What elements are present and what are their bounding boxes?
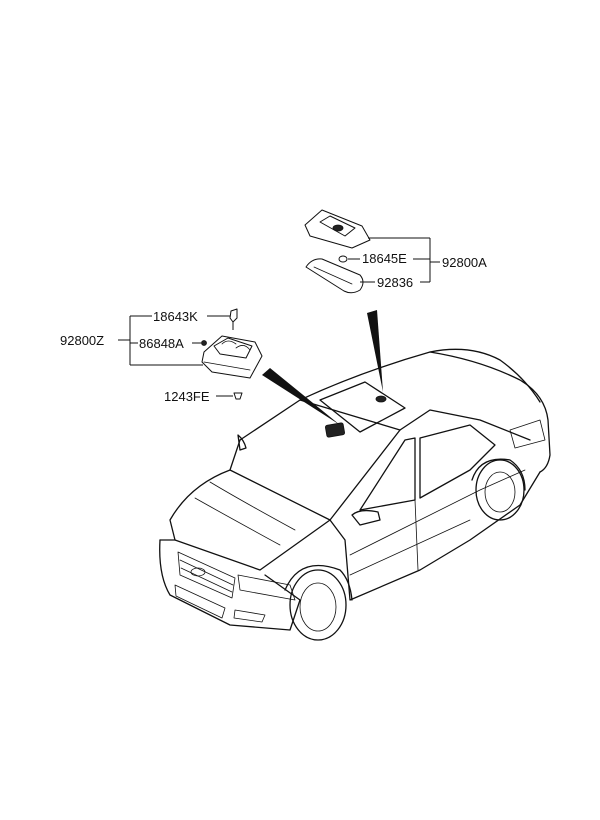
pointer-rear-lamp (367, 310, 383, 392)
label-92836: 92836 (377, 275, 413, 290)
front-lamp-screw (233, 392, 243, 400)
rear-room-lamp-parts (304, 209, 371, 294)
car-illustration (159, 348, 551, 641)
front-lamp-bulb (229, 308, 238, 323)
front-lamp-clip (201, 340, 207, 346)
pointer-front-lamp (262, 368, 340, 425)
label-1243FE: 1243FE (164, 389, 210, 404)
leader-lines-front (118, 315, 233, 397)
front-overhead-console-parts (201, 308, 263, 400)
label-18643K: 18643K (153, 309, 198, 324)
label-18645E: 18645E (362, 251, 407, 266)
label-92800A: 92800A (442, 255, 487, 270)
rear-lamp-bulb (338, 255, 348, 263)
label-92800Z: 92800Z (60, 333, 104, 348)
leader-lines-rear (348, 237, 440, 283)
label-86848A: 86848A (139, 336, 184, 351)
